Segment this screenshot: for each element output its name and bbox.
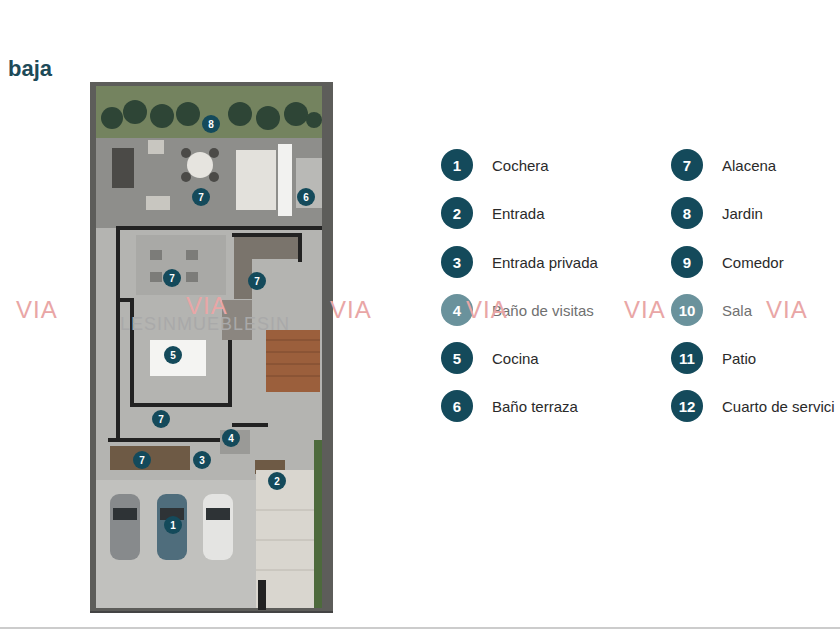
callout-number: 3 <box>453 254 461 271</box>
callout-circle: 7 <box>163 269 181 287</box>
callout-number: 2 <box>453 205 461 222</box>
callout-number: 7 <box>198 192 204 203</box>
callout-number: 1 <box>453 157 461 174</box>
legend-circle: 9Comedor <box>671 246 703 278</box>
callout-number: 9 <box>683 254 691 271</box>
room-name: Jardin <box>722 205 763 222</box>
callout-number: 7 <box>254 276 260 287</box>
watermark: VIA <box>330 296 372 324</box>
room-name: Cuarto de servici <box>722 398 835 415</box>
callout-circle: 6 <box>297 188 315 206</box>
watermark: VIA <box>624 296 666 324</box>
callout-number: 10 <box>679 302 696 319</box>
watermark: VIA <box>766 296 808 324</box>
legend-circle: 1Cochera <box>441 149 473 181</box>
callout-number: 3 <box>199 455 205 466</box>
room-name: Entrada <box>492 205 545 222</box>
plan-title: baja <box>8 56 52 82</box>
callout-number: 6 <box>303 192 309 203</box>
room-name: Sala <box>722 302 752 319</box>
callout-number: 2 <box>274 476 280 487</box>
callout-circle: 2 <box>268 472 286 490</box>
legend-circle: 11Patio <box>671 342 703 374</box>
legend-circle: 7Alacena <box>671 149 703 181</box>
callout-number: 7 <box>683 157 691 174</box>
watermark: LESINMUEBLESIN <box>120 314 290 335</box>
room-name: Cocina <box>492 350 539 367</box>
callout-circle: 4 <box>222 429 240 447</box>
callout-number: 4 <box>228 433 234 444</box>
legend-circle: 8Jardin <box>671 197 703 229</box>
callout-number: 5 <box>170 350 176 361</box>
room-name: Comedor <box>722 254 784 271</box>
callout-circle: 7 <box>192 188 210 206</box>
callout-number: 7 <box>139 455 145 466</box>
room-name: Patio <box>722 350 756 367</box>
watermark: VIA <box>16 296 58 324</box>
callout-circle: 1 <box>164 516 182 534</box>
legend-circle: 12Cuarto de servici <box>671 390 703 422</box>
callout-number: 8 <box>208 119 214 130</box>
callout-circle: 8 <box>202 115 220 133</box>
room-name: Entrada privada <box>492 254 598 271</box>
callout-number: 7 <box>158 414 164 425</box>
legend-circle: 2Entrada <box>441 197 473 229</box>
callout-circle: 7 <box>152 410 170 428</box>
callout-number: 8 <box>683 205 691 222</box>
callout-number: 12 <box>679 398 696 415</box>
callout-circle: 7 <box>133 451 151 469</box>
callout-number: 6 <box>453 398 461 415</box>
legend-circle: 4Baño de visitas <box>441 294 473 326</box>
legend-circle: 10Sala <box>671 294 703 326</box>
callout-number: 1 <box>170 520 176 531</box>
callout-number: 11 <box>679 350 695 367</box>
room-name: Cochera <box>492 157 549 174</box>
room-name: Baño terraza <box>492 398 578 415</box>
callout-number: 5 <box>453 350 461 367</box>
room-name: Baño de visitas <box>492 302 594 319</box>
callout-circle: 3 <box>193 451 211 469</box>
callout-circle: 7 <box>248 272 266 290</box>
legend-circle: 6Baño terraza <box>441 390 473 422</box>
callout-circle: 5 <box>164 346 182 364</box>
callout-number: 4 <box>453 302 461 319</box>
callout-number: 7 <box>169 273 175 284</box>
room-name: Alacena <box>722 157 776 174</box>
legend-circle: 3Entrada privada <box>441 246 473 278</box>
legend-circle: 5Cocina <box>441 342 473 374</box>
watermark: VIA <box>186 292 228 320</box>
